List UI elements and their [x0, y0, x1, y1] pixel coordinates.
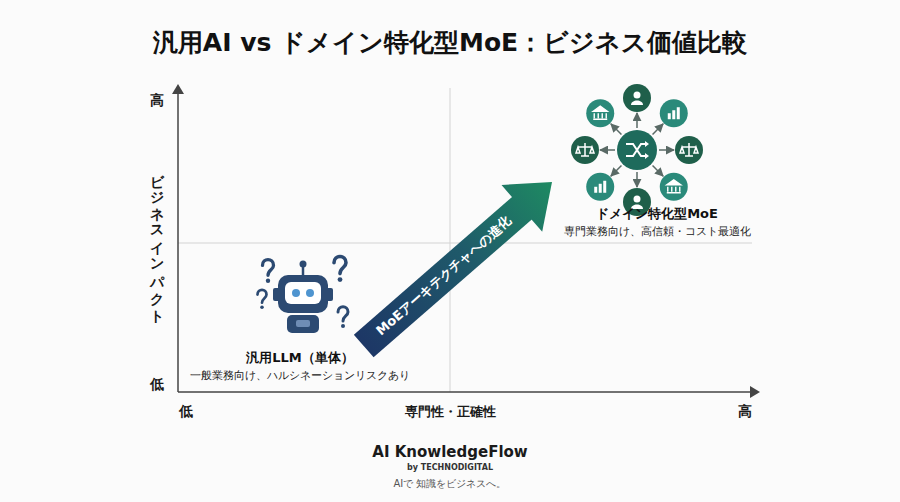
axis-title: 専門性・正確性	[405, 403, 496, 421]
question-mark-symbol	[263, 260, 274, 283]
axis-title: ビジネスインパクト	[148, 164, 166, 317]
expert-icon	[586, 173, 614, 201]
robot-head	[278, 275, 328, 313]
shuffle-arrowhead	[645, 141, 649, 159]
hub-spoke	[653, 166, 664, 177]
expert-icon	[660, 173, 688, 201]
axis-level: 高	[150, 92, 164, 110]
moe-node: ドメイン特化型MoE専門業務向け、高信頼・コスト最適化	[552, 95, 762, 240]
axis-level: 高	[738, 403, 752, 421]
question-mark-symbol	[258, 290, 267, 309]
question-mark-symbol	[338, 307, 348, 328]
hub-spoke	[636, 113, 638, 128]
hub-spoke	[659, 149, 674, 151]
hub-spoke	[653, 124, 664, 135]
node-description: 専門業務向け、高信頼・コスト最適化	[564, 223, 751, 240]
hub-spoke	[600, 149, 615, 151]
robot-face	[285, 282, 321, 304]
grid-line	[450, 88, 451, 392]
llm-node: 汎用LLM（単体）一般業務向け、ハルシネーションリスクあり	[182, 346, 418, 384]
robot-icon	[258, 257, 349, 334]
expert-icon	[623, 188, 651, 216]
expert-icon	[571, 136, 599, 164]
node-description: 一般業務向け、ハルシネーションリスクあり	[190, 367, 410, 384]
robot-panel	[296, 320, 310, 327]
edge-layer	[364, 182, 552, 346]
robot-antenna-tip	[300, 261, 307, 268]
robot-eye	[306, 289, 314, 297]
expert-icon	[660, 99, 688, 127]
x-axis	[178, 391, 752, 393]
hub-spoke	[611, 124, 622, 135]
expert-icon	[675, 136, 703, 164]
diagram-title: 汎用AI vs ドメイン特化型MoE：ビジネス価値比較	[0, 26, 900, 59]
axes	[172, 84, 760, 398]
arrow-label: MoEアーキテクチャへの進化	[372, 213, 515, 341]
evolution-arrow	[364, 182, 552, 346]
hub-spoke	[636, 172, 638, 187]
robot-body	[287, 315, 319, 333]
question-mark-symbol	[334, 257, 346, 283]
axis-level: 低	[179, 403, 193, 421]
hub-icon	[571, 84, 703, 216]
node-heading: 汎用LLM（単体）	[246, 349, 354, 367]
axis-arrowhead	[172, 84, 184, 94]
hub-core	[617, 130, 657, 170]
node-heading: ドメイン特化型MoE	[596, 205, 718, 223]
axis-level: 低	[150, 376, 164, 394]
brand-tagline: AIで 知識をビジネスへ。	[394, 477, 507, 491]
brand-byline: by TECHNODIGITAL	[407, 463, 493, 472]
shuffle-symbol	[626, 144, 647, 156]
axis-arrowhead	[750, 386, 760, 398]
hub-spoke	[611, 166, 622, 177]
brand-name: AI KnowledgeFlow	[372, 443, 527, 461]
robot-eye	[292, 289, 300, 297]
y-axis	[177, 92, 179, 392]
expert-icon	[623, 84, 651, 112]
expert-icon	[586, 99, 614, 127]
